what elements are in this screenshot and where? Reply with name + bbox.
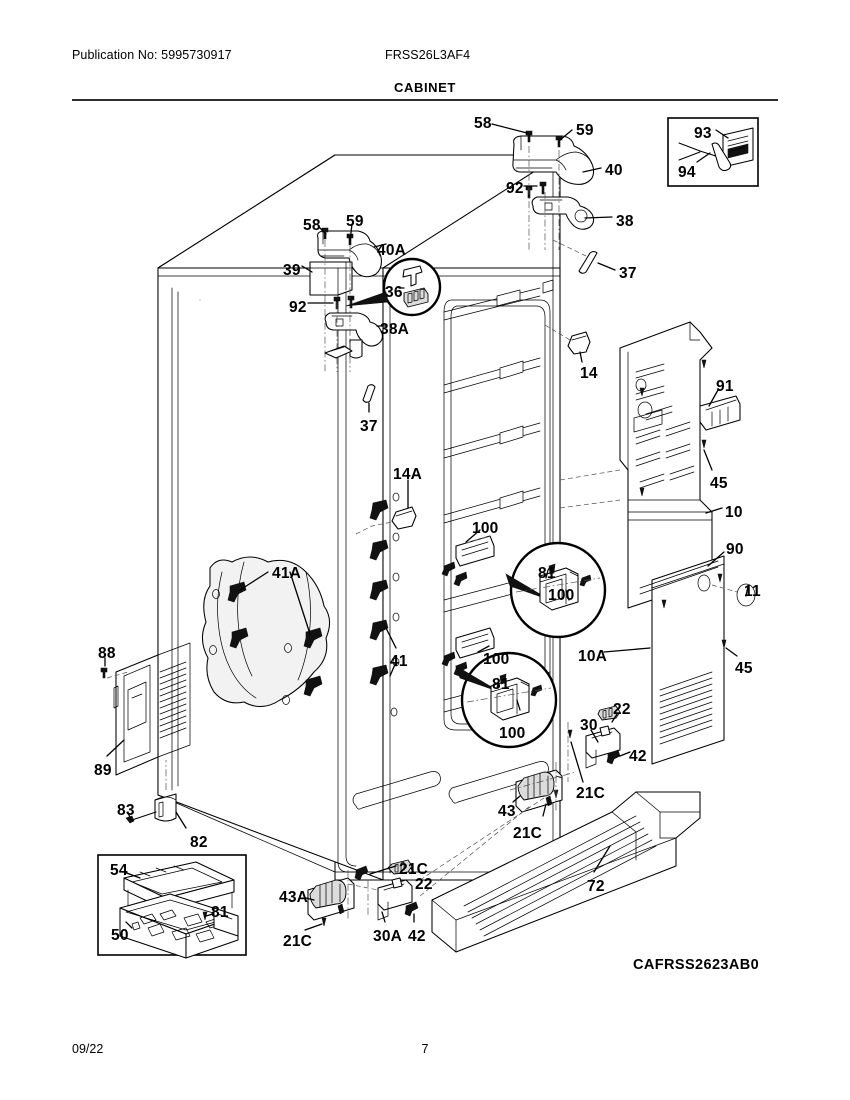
callout-43A: 43A (279, 889, 309, 906)
callout-38: 38 (616, 213, 634, 230)
callout-91: 91 (716, 378, 734, 395)
callout-37: 37 (619, 265, 637, 282)
callout-100: 100 (499, 725, 526, 742)
callout-38A: 38A (380, 321, 410, 338)
callout-81: 81 (492, 676, 510, 693)
callout-11: 11 (744, 583, 761, 600)
callout-30A: 30A (373, 928, 403, 945)
callout-41A: 41A (272, 565, 302, 582)
callout-90: 90 (726, 541, 744, 558)
drawing-number: CAFRSS2623AB0 (633, 957, 760, 973)
callout-81: 81 (211, 904, 229, 921)
section-title: CABINET (394, 80, 456, 95)
callout-40: 40 (605, 162, 623, 179)
callout-36: 36 (385, 284, 403, 301)
callout-40A: 40A (377, 242, 407, 259)
footer-date: 09/22 (72, 1042, 104, 1056)
callout-59: 59 (346, 213, 364, 230)
callout-82: 82 (190, 834, 208, 851)
callout-41: 41 (390, 653, 408, 670)
callout-94: 94 (678, 164, 696, 181)
callout-58: 58 (303, 217, 321, 234)
callout-39: 39 (283, 262, 301, 279)
callout-54: 54 (110, 862, 128, 879)
callout-42: 42 (408, 928, 426, 945)
callout-14: 14 (580, 365, 598, 382)
header-rule (72, 99, 778, 101)
callout-10: 10 (725, 504, 743, 521)
callout-83: 83 (117, 802, 135, 819)
model-number: FRSS26L3AF4 (385, 48, 471, 62)
callout-21C: 21C (576, 785, 606, 802)
publication-number: Publication No: 5995730917 (72, 48, 232, 62)
callout-88: 88 (98, 645, 116, 662)
callout-45: 45 (735, 660, 753, 677)
callout-59: 59 (576, 122, 594, 139)
callout-100: 100 (472, 520, 499, 537)
callout-81: 81 (538, 565, 556, 582)
callout-43: 43 (498, 803, 516, 820)
callout-22: 22 (613, 701, 631, 718)
callout-100: 100 (548, 587, 575, 604)
callout-14A: 14A (393, 466, 423, 483)
callout-37: 37 (360, 418, 378, 435)
callout-21C: 21C (399, 861, 429, 878)
callout-100: 100 (483, 651, 510, 668)
callout-93: 93 (694, 125, 712, 142)
callout-22: 22 (415, 876, 433, 893)
footer-page: 7 (421, 1042, 429, 1056)
callout-72: 72 (587, 878, 605, 895)
callout-89: 89 (94, 762, 112, 779)
callout-45: 45 (710, 475, 728, 492)
callout-21C: 21C (513, 825, 543, 842)
callout-58: 58 (474, 115, 492, 132)
callout-42: 42 (629, 748, 647, 765)
callout-50: 50 (111, 927, 129, 944)
callout-92: 92 (506, 180, 524, 197)
callout-21C: 21C (283, 933, 313, 950)
callout-92: 92 (289, 299, 307, 316)
callout-10A: 10A (578, 648, 608, 665)
callout-30: 30 (580, 717, 598, 734)
